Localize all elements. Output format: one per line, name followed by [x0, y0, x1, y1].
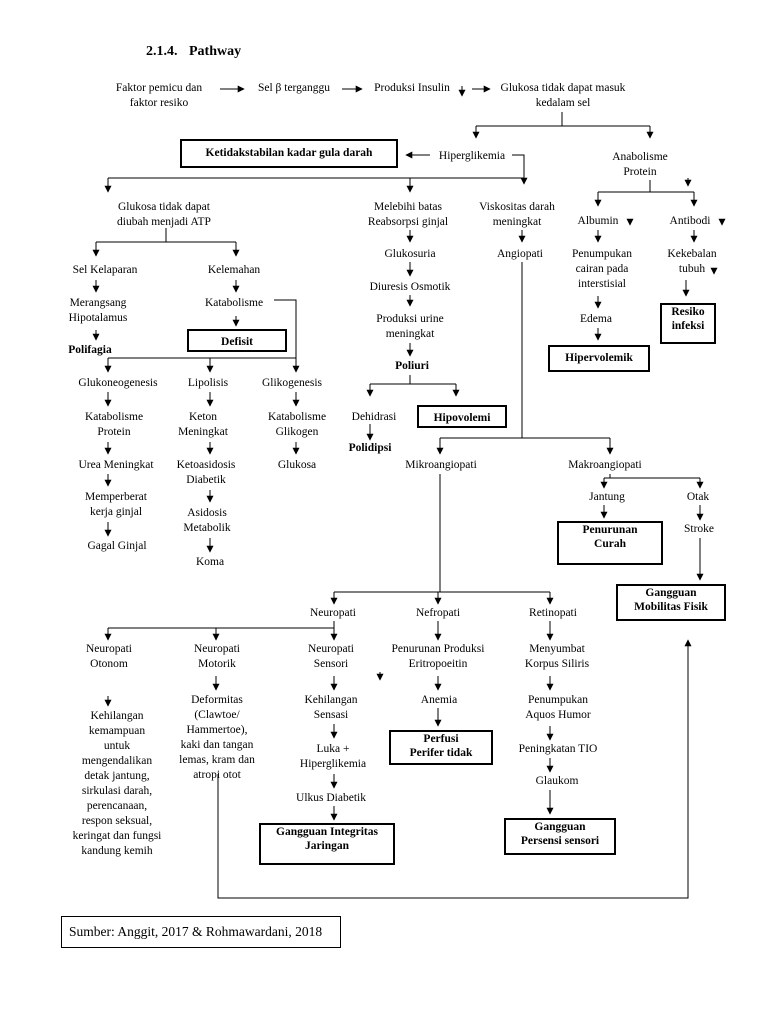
node-luka: Luka + Hiperglikemia [299, 743, 367, 770]
node-glukosa-atp: Glukosa tidak dapat diubah menjadi ATP [117, 201, 211, 228]
connector-arrow [217, 639, 692, 899]
node-albumin: Albumin [577, 215, 619, 227]
node-urea: Urea Meningkat [78, 459, 154, 471]
dx-penurunan-curah: Penurunan Curah [557, 521, 663, 565]
node-nefropati: Nefropati [415, 607, 461, 619]
node-retinopati: Retinopati [529, 607, 577, 619]
dx-defisit: Defisit [187, 329, 287, 352]
node-glikogenesis: Glikogenesis [261, 377, 323, 389]
node-asidosis: Asidosis Metabolik [183, 507, 231, 534]
section-title: Pathway [189, 44, 242, 59]
node-faktor: Faktor pemicu dan faktor resiko [115, 82, 203, 109]
node-kehilangan-sensasi: Kehilangan Sensasi [304, 694, 358, 721]
node-anemia: Anemia [420, 694, 458, 706]
connector-arrow [512, 154, 528, 185]
node-hiperglikemia: Hiperglikemia [438, 150, 506, 162]
node-viskositas: Viskositas darah meningkat [479, 201, 555, 228]
node-neuropati-sensori: Neuropati Sensori [308, 643, 354, 670]
node-kehilangan-kemampuan: Kehilangan kemampuan untuk mengendalikan… [72, 710, 162, 857]
node-stroke: Stroke [683, 523, 715, 535]
node-sel-beta: Sel β terganggu [257, 82, 331, 94]
node-deformitas: Deformitas (Clawtoe/ Hammertoe), kaki da… [179, 694, 255, 781]
node-keton: Keton Meningkat [178, 411, 228, 438]
node-neuropati-motorik: Neuropati Motorik [194, 643, 240, 670]
node-lipolisis: Lipolisis [187, 377, 229, 389]
dx-gangguan-persepsi: Gangguan Persensi sensori [504, 818, 616, 855]
node-neuropati-otonom: Neuropati Otonom [86, 643, 132, 670]
dx-hipovolemi: Hipovolemi [417, 405, 507, 428]
node-otak: Otak [686, 491, 710, 503]
node-glukosa: Glukosa [277, 459, 317, 471]
node-reabsorpsi: Melebihi batas Reabsorpsi ginjal [367, 201, 449, 228]
node-edema: Edema [580, 313, 612, 325]
node-makroangiopati: Makroangiopati [568, 459, 642, 471]
node-penurunan-eritropoeitin: Penurunan Produksi Eritropoeitin [391, 643, 485, 670]
node-glaukom: Glaukom [535, 775, 579, 787]
node-tio: Peningkatan TIO [518, 743, 598, 755]
node-sel-kelaparan: Sel Kelaparan [72, 264, 138, 276]
node-katabolisme: Katabolisme [204, 297, 264, 309]
node-kekebalan: Kekebalan tubuh [667, 248, 717, 275]
node-katabolisme-protein: Katabolisme Protein [84, 411, 144, 438]
node-antibodi: Antibodi [669, 215, 711, 227]
node-glukosuria: Glukosuria [384, 248, 436, 260]
node-mikroangiopati: Mikroangiopati [405, 459, 477, 471]
dx-gangguan-integritas: Gangguan Integritas Jaringan [259, 823, 395, 865]
node-ulkus: Ulkus Diabetik [296, 792, 366, 804]
node-penumpukan-aquos: Penumpukan Aquos Humor [525, 694, 591, 721]
node-glukoneogenesis: Glukoneogenesis [78, 377, 158, 389]
dx-ketidakstabilan: Ketidakstabilan kadar gula darah [180, 139, 398, 168]
section-heading: 2.1.4. Pathway [146, 44, 249, 60]
node-poliuri: Poliuri [395, 360, 429, 372]
node-gagal-ginjal: Gagal Ginjal [87, 540, 147, 552]
node-produksi-insulin: Produksi Insulin [374, 82, 450, 94]
node-penumpukan-cairan: Penumpukan cairan pada interstisial [571, 248, 633, 290]
node-neuropati: Neuropati [310, 607, 356, 619]
node-jantung: Jantung [589, 491, 625, 503]
node-polidipsi: Polidipsi [348, 442, 392, 454]
node-koma: Koma [195, 556, 225, 568]
node-produksi-urine: Produksi urine meningkat [376, 313, 444, 340]
node-diuresis: Diuresis Osmotik [369, 281, 451, 293]
node-angiopati: Angiopati [497, 248, 543, 260]
section-number: 2.1.4. [146, 44, 178, 59]
node-katabolisme-glikogen: Katabolisme Glikogen [267, 411, 327, 438]
node-menyumbat: Menyumbat Korpus Siliris [524, 643, 590, 670]
dx-perfusi: Perfusi Perifer tidak [389, 730, 493, 765]
connector-line [274, 299, 297, 358]
node-merangsang: Merangsang Hipotalamus [68, 297, 128, 324]
dx-gangguan-mobilitas: Gangguan Mobilitas Fisik [616, 584, 726, 621]
dx-hipervolemik: Hipervolemik [548, 345, 650, 372]
node-kelemahan: Kelemahan [207, 264, 261, 276]
node-anabolisme: Anabolisme Protein [612, 151, 668, 178]
node-glukosa-tidak-masuk: Glukosa tidak dapat masuk kedalam sel [500, 82, 626, 109]
node-dehidrasi: Dehidrasi [351, 411, 397, 423]
node-polifagia: Polifagia [68, 344, 112, 356]
node-ketoasidosis: Ketoasidosis Diabetik [176, 459, 236, 486]
node-memperberat: Memperberat kerja ginjal [85, 491, 147, 518]
dx-resiko-infeksi: Resiko infeksi [660, 303, 716, 344]
source-caption: Sumber: Anggit, 2017 & Rohmawardani, 201… [61, 916, 341, 948]
